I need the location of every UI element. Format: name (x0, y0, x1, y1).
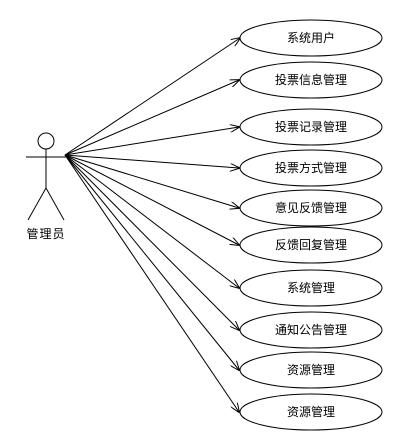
use-case-vote-methods[interactable]: 投票方式管理 (239, 149, 383, 187)
use-cases: 系统用户 投票信息管理 投票记录管理 投票方式管理 意见反馈管理 反馈回复管理 … (239, 19, 383, 431)
use-case-label: 意见反馈管理 (275, 200, 347, 215)
actor-leg-left (27, 187, 47, 221)
use-case-resources-1[interactable]: 资源管理 (239, 351, 383, 389)
use-case-vote-records[interactable]: 投票记录管理 (239, 108, 383, 146)
use-case-announcements[interactable]: 通知公告管理 (239, 311, 383, 349)
use-case-label: 投票方式管理 (275, 160, 347, 175)
use-case-label: 投票信息管理 (275, 72, 347, 87)
association-line (64, 38, 240, 156)
association-lines (64, 38, 240, 412)
use-case-label: 反馈回复管理 (275, 237, 347, 252)
association-line (64, 154, 239, 288)
use-case-system-management[interactable]: 系统管理 (239, 269, 383, 307)
use-case-label: 投票记录管理 (275, 119, 347, 134)
use-case-feedback[interactable]: 意见反馈管理 (239, 189, 383, 227)
use-case-system-users[interactable]: 系统用户 (239, 19, 383, 57)
actor-leg-right (45, 187, 65, 221)
use-case-label: 资源管理 (287, 404, 335, 419)
use-case-label: 系统管理 (287, 280, 335, 295)
association-line (64, 154, 239, 245)
actor-label: 管理员 (26, 226, 65, 241)
actor-head (37, 132, 55, 150)
association-line (64, 154, 239, 330)
use-case-label: 通知公告管理 (275, 322, 347, 337)
association-line (64, 80, 239, 156)
association-line (64, 154, 239, 208)
use-case-resources-2[interactable]: 资源管理 (239, 393, 383, 431)
use-case-vote-info[interactable]: 投票信息管理 (239, 61, 383, 99)
use-case-label: 资源管理 (287, 362, 335, 377)
association-line (64, 154, 239, 168)
association-line (64, 127, 239, 156)
actor-figure (26, 132, 66, 221)
use-case-feedback-reply[interactable]: 反馈回复管理 (239, 226, 383, 264)
association-line (64, 154, 239, 412)
association-line (64, 154, 239, 370)
use-case-label: 系统用户 (287, 30, 335, 45)
